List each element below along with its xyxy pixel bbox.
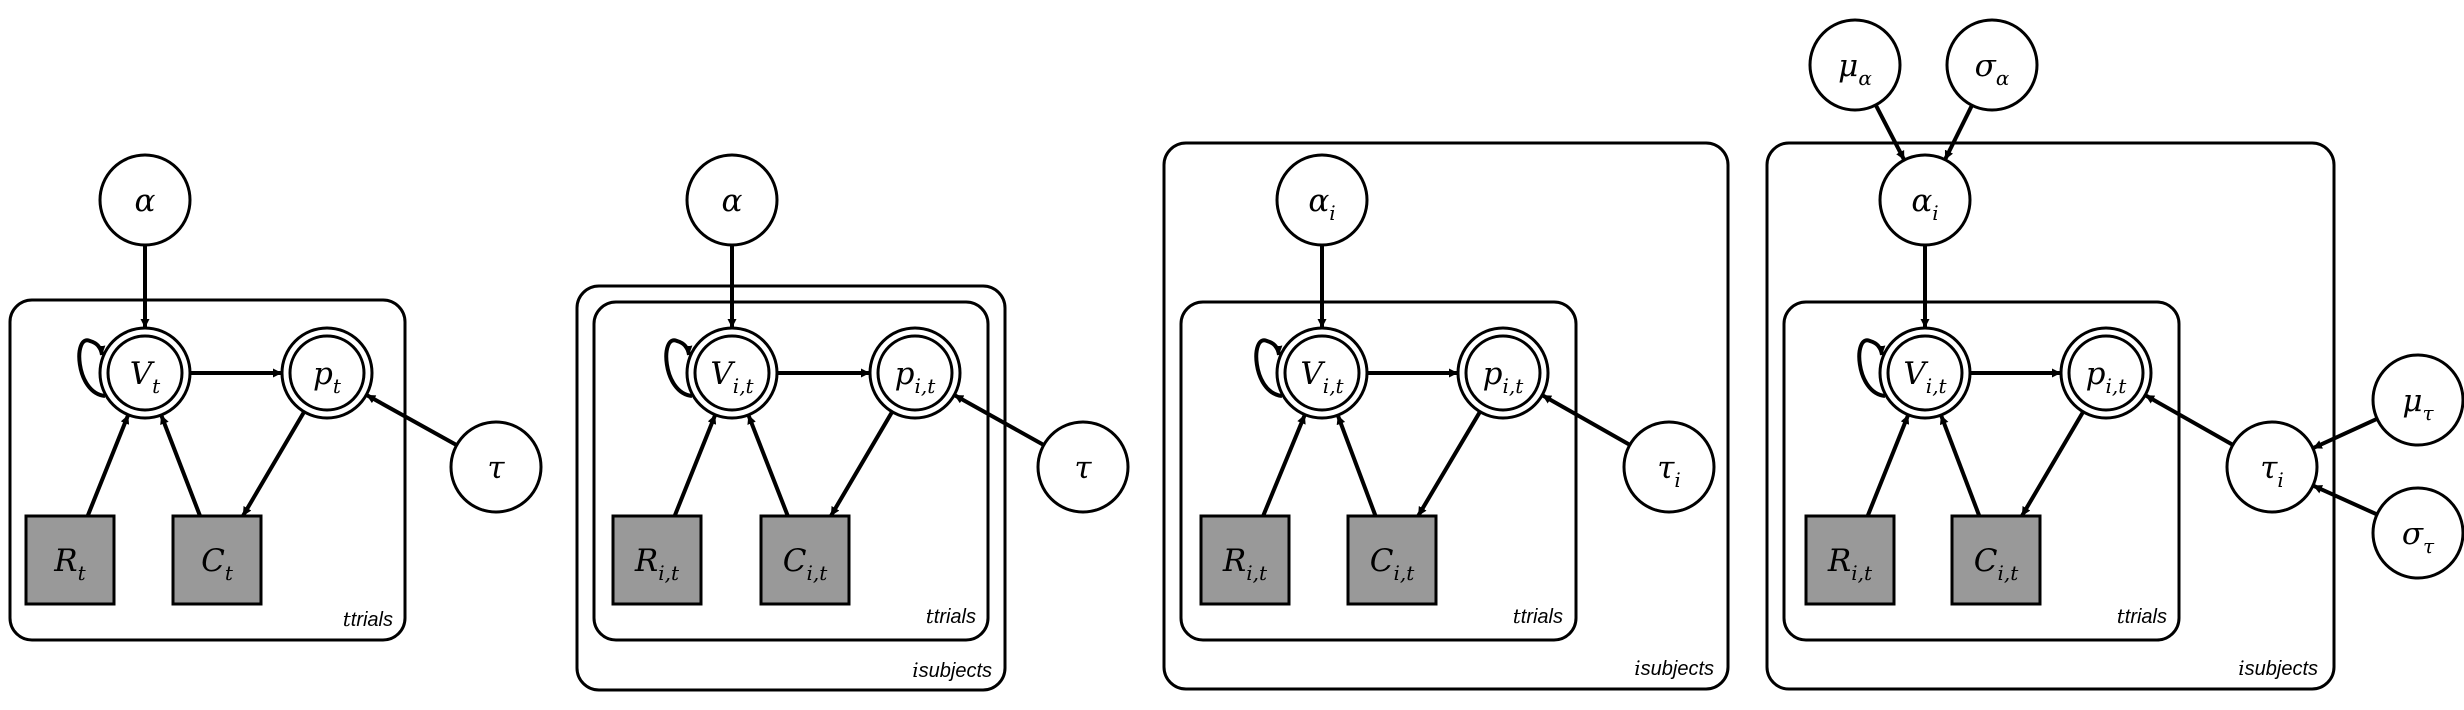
node-label-C: Ci,t <box>783 543 828 585</box>
node-mu_tau: μτ <box>2371 353 2464 447</box>
node-R: Rt <box>24 514 116 606</box>
node-sigma_alpha: σα <box>1945 18 2039 112</box>
edge-p-to-C <box>2020 410 2085 518</box>
node-label-p: pi,t <box>2086 356 2128 398</box>
node-label-tau: τ <box>1074 450 1092 486</box>
edge-p-to-C <box>829 410 894 518</box>
node-label-V: Vi,t <box>1300 356 1344 398</box>
node-V: Vi,t <box>1878 326 1972 420</box>
node-label-V: Vi,t <box>1903 356 1947 398</box>
edge-tau-to-p <box>1541 393 1631 447</box>
plate-subjects <box>1765 141 2336 691</box>
plate-trials <box>1179 300 1578 642</box>
node-tau: τ <box>1036 420 1130 514</box>
self-loop-V <box>1857 338 1886 398</box>
node-p: pi,t <box>868 326 962 420</box>
self-loop-V <box>77 338 106 398</box>
node-V: Vt <box>98 326 192 420</box>
edge-C-to-V <box>159 414 202 517</box>
node-label-p: pi,t <box>1483 356 1525 398</box>
node-label-tau: τi <box>2260 450 2284 492</box>
edge-sigma_alpha-to-alpha <box>1943 104 1974 161</box>
node-label-tau: τi <box>1657 450 1681 492</box>
node-R: Ri,t <box>611 514 703 606</box>
plate-subjects <box>1162 141 1730 691</box>
node-label-V: Vt <box>130 356 161 398</box>
node-alpha: αi <box>1275 153 1369 247</box>
edge-C-to-V <box>1939 414 1982 517</box>
node-sigma_tau: στ <box>2371 486 2464 580</box>
edge-p-to-C <box>1416 410 1482 518</box>
edge-mu_tau-to-tau <box>2312 416 2378 451</box>
node-R: Ri,t <box>1804 514 1896 606</box>
edge-mu_alpha-to-alpha <box>1873 104 1907 161</box>
node-alpha: αi <box>1878 153 1972 247</box>
node-label-R: Ri,t <box>1222 543 1268 585</box>
node-alpha: α <box>98 153 192 247</box>
plate-label-subjects: isubjects <box>2238 656 2318 680</box>
node-C: Ci,t <box>1346 514 1438 606</box>
edge-C-to-V <box>1335 414 1378 517</box>
node-V: Vi,t <box>1275 326 1369 420</box>
node-label-p: pi,t <box>895 356 937 398</box>
node-C: Ct <box>171 514 263 606</box>
plate-subjects <box>575 284 1007 692</box>
node-V: Vi,t <box>685 326 779 420</box>
node-C: Ci,t <box>759 514 851 606</box>
edge-tau-to-p <box>365 393 458 447</box>
node-label-C: Ct <box>201 543 234 585</box>
node-label-alpha: α <box>722 183 743 219</box>
node-R: Ri,t <box>1199 514 1291 606</box>
node-alpha: α <box>685 153 779 247</box>
edge-tau-to-p <box>2144 393 2234 447</box>
node-label-C: Ci,t <box>1974 543 2019 585</box>
node-p: pi,t <box>2059 326 2153 420</box>
node-label-V: Vi,t <box>710 356 754 398</box>
plate-label-trials: ttrials <box>2117 604 2167 628</box>
plate-trials <box>8 298 407 642</box>
edge-p-to-C <box>241 410 306 518</box>
node-C: Ci,t <box>1950 514 2042 606</box>
node-label-mu_alpha: μα <box>1838 48 1872 90</box>
plate-trials <box>1782 300 2181 642</box>
edge-sigma_tau-to-tau <box>2312 483 2378 517</box>
plate-label-subjects: isubjects <box>1634 656 1714 680</box>
node-p: pt <box>280 326 374 420</box>
node-label-alpha: αi <box>1308 183 1335 225</box>
plate-trials <box>592 300 990 642</box>
self-loop-V <box>1254 338 1283 398</box>
node-tau: τ <box>449 420 543 514</box>
node-label-tau: τ <box>487 450 505 486</box>
edge-C-to-V <box>746 414 790 517</box>
node-mu_alpha: μα <box>1808 18 1902 112</box>
node-p: pi,t <box>1456 326 1550 420</box>
node-label-R: Ri,t <box>1827 543 1873 585</box>
node-label-C: Ci,t <box>1370 543 1415 585</box>
edge-R-to-V <box>672 414 718 517</box>
self-loop-V <box>664 338 693 398</box>
node-label-sigma_alpha: σα <box>1975 48 2010 90</box>
node-label-R: Rt <box>53 543 86 585</box>
node-label-alpha: αi <box>1911 183 1938 225</box>
node-label-alpha: α <box>135 183 156 219</box>
edge-R-to-V <box>1261 413 1307 517</box>
edge-tau-to-p <box>953 393 1045 447</box>
edge-R-to-V <box>1865 414 1911 517</box>
node-label-sigma_tau: στ <box>2402 516 2435 558</box>
node-label-R: Ri,t <box>634 543 680 585</box>
edge-R-to-V <box>85 414 131 517</box>
plate-label-trials: ttrials <box>343 607 393 631</box>
node-tau: τi <box>2225 420 2319 514</box>
node-label-p: pt <box>313 356 342 398</box>
node-label-mu_tau: μτ <box>2402 383 2434 425</box>
plate-label-subjects: isubjects <box>912 658 992 682</box>
plate-label-trials: ttrials <box>926 604 976 628</box>
plate-label-trials: ttrials <box>1513 604 1563 628</box>
node-tau: τi <box>1622 420 1716 514</box>
